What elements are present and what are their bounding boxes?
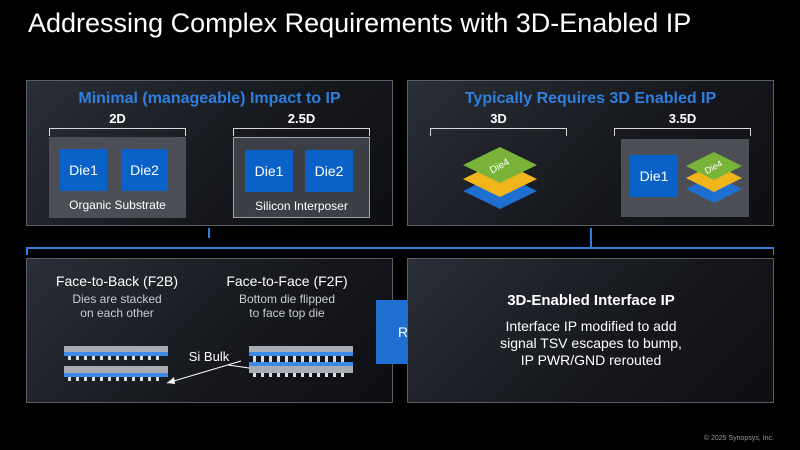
f2b-stack-diagram bbox=[64, 346, 168, 381]
bracket-2d bbox=[49, 128, 186, 136]
caption-organic-substrate: Organic Substrate bbox=[69, 198, 166, 212]
bracket-3d bbox=[430, 128, 567, 136]
panel-minimal-impact: Minimal (manageable) Impact to IP 2D Die… bbox=[26, 80, 393, 226]
f2b-top-die-bulk bbox=[64, 346, 168, 352]
panel-heading-minimal-impact: Minimal (manageable) Impact to IP bbox=[78, 90, 341, 107]
f2f-bottom-die-bulk bbox=[249, 366, 353, 373]
interface-ip-desc-line2: signal TSV escapes to bump, bbox=[500, 335, 682, 351]
package-2d: Die1 Die2 Organic Substrate bbox=[49, 137, 186, 218]
f2f-bumps-bottom bbox=[253, 373, 344, 377]
si-bulk-pointer-to-f2f bbox=[227, 364, 250, 369]
f2b-bottom-die-bulk bbox=[64, 366, 168, 373]
die1-3-5d: Die1 bbox=[630, 155, 678, 197]
si-bulk-label: Si Bulk bbox=[188, 349, 230, 364]
connector-end-right bbox=[772, 247, 774, 255]
connector-vertical-right bbox=[590, 228, 592, 238]
f2f-title: Face-to-Face (F2F) bbox=[226, 273, 348, 289]
connector-vertical-center bbox=[590, 238, 592, 247]
stack-layer-top-3d bbox=[463, 147, 537, 183]
f2f-desc-line1: Bottom die flipped bbox=[238, 292, 336, 306]
panel-heading-requires-3d: Typically Requires 3D Enabled IP bbox=[464, 90, 717, 107]
interface-ip-description: Interface IP modified to add signal TSV … bbox=[408, 318, 774, 369]
f2b-bumps-top bbox=[68, 356, 159, 360]
f2b-desc-line1: Dies are stacked bbox=[72, 292, 162, 306]
interface-ip-desc-line3: IP PWR/GND rerouted bbox=[520, 352, 662, 368]
label-2d: 2D bbox=[109, 111, 126, 126]
label-2-5d: 2.5D bbox=[287, 111, 316, 126]
f2f-top-die-device-layer bbox=[249, 352, 353, 356]
die2-2d: Die2 bbox=[121, 149, 168, 191]
slide-title: Addressing Complex Requirements with 3D-… bbox=[28, 8, 692, 38]
si-bulk-arrowhead bbox=[167, 377, 175, 384]
si-bulk-pointer-to-f2b bbox=[166, 360, 242, 384]
interface-ip-title: 3D-Enabled Interface IP bbox=[507, 292, 675, 309]
connector-horizontal bbox=[26, 247, 774, 249]
f2b-bumps-bottom bbox=[68, 377, 159, 381]
f2b-title: Face-to-Back (F2B) bbox=[55, 273, 179, 289]
bracket-3-5d bbox=[614, 128, 751, 136]
f2f-bumps-mid bbox=[253, 356, 344, 362]
panel-bonding: Face-to-Back (F2B) Dies are stacked on e… bbox=[26, 258, 393, 403]
die2-2-5d: Die2 bbox=[305, 150, 353, 192]
label-3-5d: 3.5D bbox=[668, 111, 697, 126]
label-3d: 3D bbox=[490, 111, 507, 126]
caption-silicon-interposer: Silicon Interposer bbox=[255, 199, 348, 213]
panel-requires-3d: Typically Requires 3D Enabled IP 3D Die4… bbox=[407, 80, 774, 226]
package-2-5d: Die1 Die2 Silicon Interposer bbox=[233, 137, 370, 218]
stack-layer-top-3-5d bbox=[686, 152, 742, 180]
f2b-bottom-die-device-layer bbox=[64, 373, 168, 377]
f2f-stack-diagram bbox=[249, 346, 353, 377]
f2f-top-die-bulk bbox=[249, 346, 353, 352]
f2f-desc-line2: to face top die bbox=[249, 306, 325, 320]
bracket-2-5d bbox=[233, 128, 370, 136]
f2f-bottom-die-device-layer bbox=[249, 362, 353, 366]
connector-end-left bbox=[26, 247, 28, 255]
die-stack-3d: Die4 bbox=[463, 147, 537, 209]
die1-2d: Die1 bbox=[60, 149, 107, 191]
panel-interface-ip bbox=[407, 258, 774, 403]
die1-2-5d: Die1 bbox=[245, 150, 293, 192]
interface-ip-desc-line1: Interface IP modified to add bbox=[505, 318, 677, 334]
si-bulk-pointers bbox=[166, 360, 250, 384]
die-stack-3-5d: Die4 bbox=[686, 152, 742, 203]
f2b-desc-line2: on each other bbox=[80, 306, 154, 320]
f2b-top-die-device-layer bbox=[64, 352, 168, 356]
connector-vertical-left bbox=[208, 228, 210, 238]
copyright-notice: © 2025 Synopsys, Inc. bbox=[703, 435, 774, 442]
